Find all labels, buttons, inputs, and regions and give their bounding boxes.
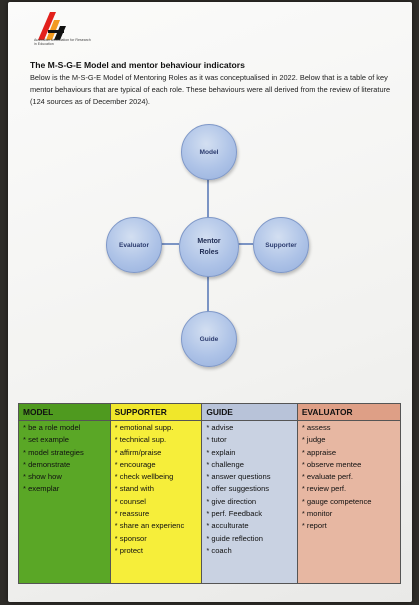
node-evaluator-label: Evaluator (118, 241, 150, 249)
behaviour-item: * advise (206, 423, 234, 432)
behaviour-item: * answer questions (206, 472, 271, 482)
behaviour-item: * sponsor (114, 533, 147, 543)
behaviour-item: * technical sup. (114, 435, 167, 445)
behaviour-item: * counsel (114, 496, 146, 506)
behaviour-item: * reassure (114, 509, 150, 519)
page-title: The M-S-G-E Model and mentor behaviour i… (30, 60, 245, 70)
logo-org-name: Australian Association for Research in E… (34, 38, 91, 46)
behaviour-item: * give direction (206, 496, 257, 506)
behaviour-item: * monitor (301, 509, 333, 519)
header-model: MODEL (18, 403, 111, 421)
behaviour-item: * coach (206, 545, 232, 555)
supporter-behaviours: * emotional supp. * technical sup. * affir… (109, 420, 203, 584)
intro-paragraph: Below is the M-S-G-E Model of Mentoring … (30, 73, 391, 106)
behaviour-item: * report (301, 521, 327, 531)
guide-behaviours: * advise * tutor * explain * challenge * ans… (201, 420, 298, 584)
behaviour-item: * observe mentee (301, 459, 362, 469)
header-supporter: SUPPORTER (109, 403, 203, 421)
behaviour-item: * set example (23, 435, 70, 445)
behaviour-item: * perf. Feedback (206, 509, 263, 519)
model-behaviours: * be a role model * set example * model st… (18, 420, 111, 584)
behaviour-item: * assess (301, 423, 331, 432)
behaviour-item: * stand with (114, 484, 154, 494)
behaviour-item: * exemplar (23, 484, 60, 494)
node-mentor-roles: Mentor Roles (179, 217, 239, 277)
behaviour-item: * show how (23, 472, 62, 482)
behaviour-item: * model strategies (23, 447, 84, 457)
node-model: Model (181, 124, 237, 180)
node-supporter-label: Supporter (265, 241, 297, 249)
behaviour-item: * demonstrate (23, 459, 71, 469)
header-guide: GUIDE (201, 403, 298, 421)
node-supporter: Supporter (253, 217, 309, 273)
evaluator-behaviours: * assess * judge * appraise * observe mente… (296, 420, 402, 584)
node-guide-label: Guide (199, 335, 219, 343)
behaviour-item: * offer suggestions (206, 484, 270, 494)
behaviour-table: MODEL SUPPORTER GUIDE EVALUATOR * be a r… (18, 403, 402, 584)
center-label-line2: Roles (199, 249, 219, 256)
behaviour-item: * acculturate (206, 521, 249, 531)
behaviour-item: * appraise (301, 447, 337, 457)
aare-logo (38, 12, 66, 40)
center-label-line1: Mentor (197, 238, 221, 245)
behaviour-item: * evaluate perf. (301, 472, 353, 482)
node-model-label: Model (199, 148, 219, 156)
behaviour-item: * gauge competence (301, 496, 372, 506)
behaviour-item: * protect (114, 545, 143, 555)
behaviour-item: * emotional supp. (114, 423, 174, 432)
behaviour-item: * explain (206, 447, 236, 457)
behaviour-item: * guide reflection (206, 533, 263, 543)
behaviour-item: * affirm/praise (114, 447, 162, 457)
header-evaluator: EVALUATOR (296, 403, 402, 421)
node-guide: Guide (181, 311, 237, 367)
behaviour-item: * share an experienc (114, 521, 185, 531)
behaviour-item: * judge (301, 435, 326, 445)
behaviour-item: * check wellbeing (114, 472, 174, 482)
behaviour-item: * review perf. (301, 484, 347, 494)
behaviour-item: * challenge (206, 459, 244, 469)
behaviour-item: * be a role model (23, 423, 81, 432)
behaviour-item: * tutor (206, 435, 227, 445)
behaviour-item: * encourage (114, 459, 156, 469)
node-evaluator: Evaluator (106, 217, 162, 273)
